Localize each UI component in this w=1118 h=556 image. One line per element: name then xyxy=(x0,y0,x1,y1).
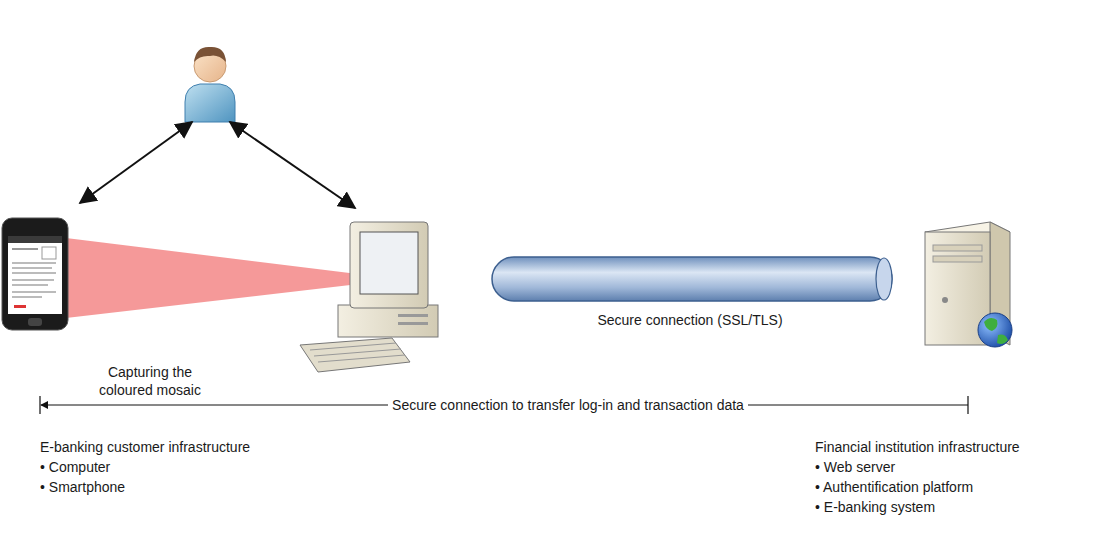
interaction-arrow xyxy=(80,122,192,203)
list-item: • Smartphone xyxy=(40,478,125,496)
group-heading: E-banking customer infrastructure xyxy=(40,438,250,456)
scan-beam xyxy=(66,238,376,318)
list-item: • Web server xyxy=(815,458,895,476)
dimension-label: Secure connection to transfer log-in and… xyxy=(388,396,748,414)
user-icon xyxy=(185,47,235,122)
dimension-line xyxy=(40,396,968,414)
interaction-arrow xyxy=(230,122,355,208)
server-icon xyxy=(925,222,1012,347)
connection-label: Secure connection (SSL/TLS) xyxy=(597,311,782,329)
group-heading: Financial institution infrastructure xyxy=(815,438,1020,456)
list-item: • Authentification platform xyxy=(815,478,973,496)
list-item: • Computer xyxy=(40,458,110,476)
smartphone-icon xyxy=(2,218,68,330)
computer-icon xyxy=(300,222,438,372)
caption-label: Capturing the coloured mosaic xyxy=(91,363,209,399)
list-item: • E-banking system xyxy=(815,498,935,516)
secure-pipe xyxy=(492,257,892,301)
